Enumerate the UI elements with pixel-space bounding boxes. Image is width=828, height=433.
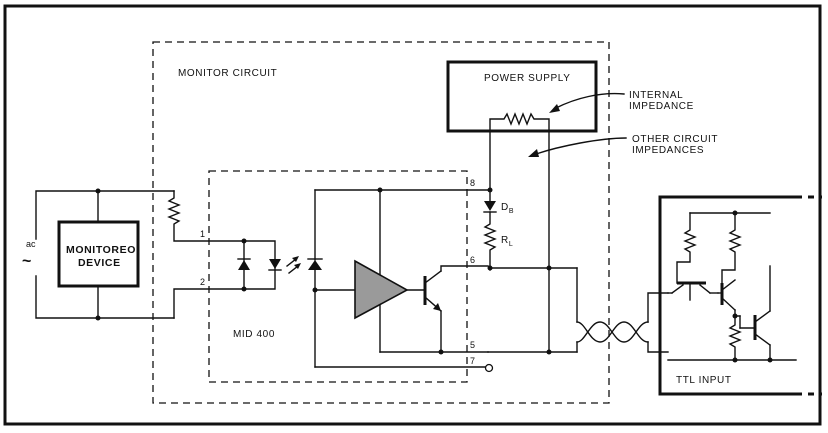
other-impedances-arrow [535, 137, 627, 155]
monitored-device-label-2: DEVICE [78, 257, 121, 269]
ttl-circuit [667, 212, 797, 361]
monitor-circuit-label: MONITOR CIRCUIT [178, 68, 277, 79]
node [546, 265, 552, 271]
ttl-input-label: TTL INPUT [676, 375, 732, 386]
ac-source: ac ~ [22, 190, 99, 319]
pin-2-label: 2 [200, 277, 205, 287]
monitored-device-label-1: MONITOREO [66, 244, 136, 256]
output-transistor [423, 270, 442, 312]
pin-7-label: 7 [470, 356, 475, 366]
photodiode [307, 189, 323, 368]
input-leds [237, 240, 282, 290]
node [487, 187, 493, 193]
other-impedances-label-1: OTHER CIRCUIT [632, 134, 718, 145]
power-supply-box [446, 60, 598, 133]
mid400-wiring [314, 189, 489, 368]
node [377, 187, 383, 193]
twisted-pair [576, 292, 669, 353]
ttl-input-box [658, 195, 822, 396]
db-label: DB [501, 202, 514, 215]
pin-6-label: 6 [470, 255, 475, 265]
db-diode-rl-branch [483, 130, 497, 271]
node [438, 349, 444, 355]
power-supply-label: POWER SUPPLY [484, 73, 570, 84]
internal-impedance-label-2: IMPEDANCE [629, 101, 694, 112]
internal-impedance-label-1: INTERNAL [629, 90, 683, 101]
node [732, 357, 738, 363]
output-wiring [487, 130, 578, 353]
node [546, 349, 552, 355]
input-wiring: 1 2 [97, 190, 245, 319]
ac-tilde: ~ [22, 253, 32, 270]
internal-impedance-arrow [555, 92, 625, 109]
internal-resistor [489, 112, 550, 132]
node [767, 357, 773, 363]
mid400-box [208, 170, 468, 383]
pin-8-label: 8 [470, 178, 475, 188]
node [732, 210, 738, 216]
pin-5-label: 5 [470, 340, 475, 350]
internal-impedance-arrowhead [549, 104, 560, 113]
other-impedances-label-2: IMPEDANCES [632, 145, 704, 156]
monitor-circuit-box [152, 41, 610, 404]
pin-1-label: 1 [200, 229, 205, 239]
outer-frame [3, 4, 822, 426]
pin-7-terminal [484, 363, 494, 373]
rl-label: RL [501, 235, 513, 248]
node [732, 313, 738, 319]
mid400-label: MID 400 [233, 329, 275, 340]
ac-label: ac [26, 239, 36, 249]
light-arrows [286, 256, 301, 274]
other-impedances-arrowhead [528, 149, 539, 157]
amplifier-triangle [354, 259, 409, 320]
